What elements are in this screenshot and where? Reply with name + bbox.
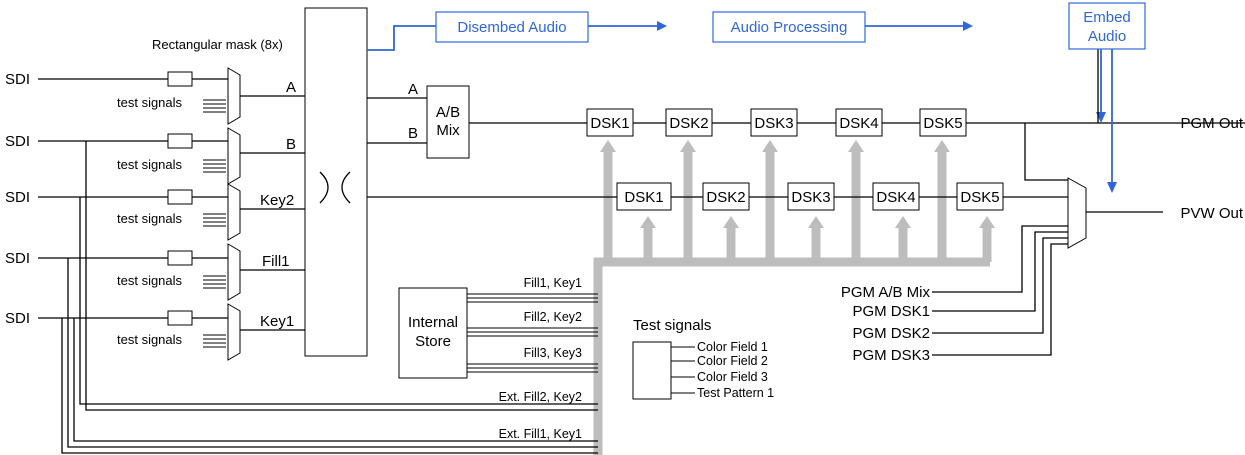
embed-audio-label: Audio (1088, 28, 1126, 45)
test-signals-title: Test signals (633, 317, 711, 334)
crosspoint-output-label: B (286, 136, 296, 153)
test-signals-label: test signals (117, 211, 183, 226)
pgm-dsk-label: DSK4 (839, 115, 878, 132)
mask-label: Rectangular mask (8x) (152, 37, 283, 52)
pgm-out-label: PGM Out (1180, 115, 1243, 132)
embed-audio-box (1068, 2, 1146, 50)
pgm-dsk-label: DSK3 (754, 115, 793, 132)
pvw-mux-input-label: PGM DSK2 (852, 325, 930, 342)
pvw-out-label: PVW Out (1180, 205, 1243, 222)
internal-store-label: Internal (408, 314, 458, 331)
sdi-input-label: SDI (5, 133, 30, 150)
test-signal-item: Color Field 1 (697, 340, 768, 354)
ab-mix-label: A/B (436, 104, 460, 121)
test-signal-item: Color Field 3 (697, 370, 768, 384)
audio-processing-label: Audio Processing (731, 19, 848, 36)
embed-audio-label: Embed (1083, 9, 1131, 26)
disembed-audio-label: Disembed Audio (457, 19, 566, 36)
rectangular-masks (167, 71, 193, 326)
input-muxes (227, 67, 241, 361)
test-signal-generator (632, 341, 672, 400)
ab-mix-box (426, 85, 470, 159)
pvw-dsk-label: DSK1 (624, 189, 663, 206)
pvw-dsk-label: DSK2 (706, 189, 745, 206)
pgm-dsk-label: DSK5 (923, 115, 962, 132)
crosspoint-output-label: Key2 (260, 192, 294, 209)
sdi-input-label: SDI (5, 189, 30, 206)
pvw-mux-input-label: PGM DSK3 (852, 347, 930, 364)
pgm-dsk-label: DSK1 (590, 115, 629, 132)
external-input-label: Ext. Fill1, Key1 (499, 427, 582, 441)
test-signal-item: Test Pattern 1 (697, 386, 774, 400)
sdi-input-label: SDI (5, 310, 30, 327)
test-signals-label: test signals (117, 332, 183, 347)
pvw-dsk-label: DSK3 (791, 189, 830, 206)
test-signals-label: test signals (117, 273, 183, 288)
crosspoint-x-symbol (319, 171, 351, 204)
crosspoint-output-label: A (286, 79, 296, 96)
internal-store-label: Store (415, 333, 451, 350)
mix-input-b-label: B (408, 125, 418, 142)
test-signals-label: test signals (117, 157, 183, 172)
key-fill-bus (593, 140, 995, 455)
disembed-audio-box (435, 11, 589, 43)
pvw-dsk-label: DSK4 (876, 189, 915, 206)
ab-mix-label: Mix (436, 122, 460, 139)
pgm-dsk-label: DSK2 (669, 115, 708, 132)
pvw-mux-input-label: PGM DSK1 (852, 303, 930, 320)
internal-store-box (398, 287, 468, 379)
audio-processing-box (712, 11, 866, 43)
store-output-label: Fill2, Key2 (524, 310, 582, 324)
mix-input-a-label: A (408, 81, 418, 98)
pvw-output-mux (1067, 177, 1087, 249)
crosspoint-output-label: Key1 (260, 313, 294, 330)
crosspoint-matrix (304, 7, 368, 357)
test-signals-label: test signals (117, 95, 183, 110)
external-input-label: Ext. Fill2, Key2 (499, 390, 582, 404)
sdi-input-label: SDI (5, 71, 30, 88)
sdi-input-label: SDI (5, 250, 30, 267)
test-signal-item: Color Field 2 (697, 354, 768, 368)
store-output-label: Fill3, Key3 (524, 346, 582, 360)
audio-path (367, 2, 1146, 193)
store-output-label: Fill1, Key1 (524, 276, 582, 290)
pvw-dsk-label: DSK5 (960, 189, 999, 206)
input-wiring (38, 78, 598, 454)
pvw-dsk-chain (616, 182, 1004, 211)
crosspoint-output-label: Fill1 (262, 253, 290, 270)
pgm-dsk-chain (586, 108, 967, 137)
pvw-mux-input-label: PGM A/B Mix (841, 284, 931, 301)
